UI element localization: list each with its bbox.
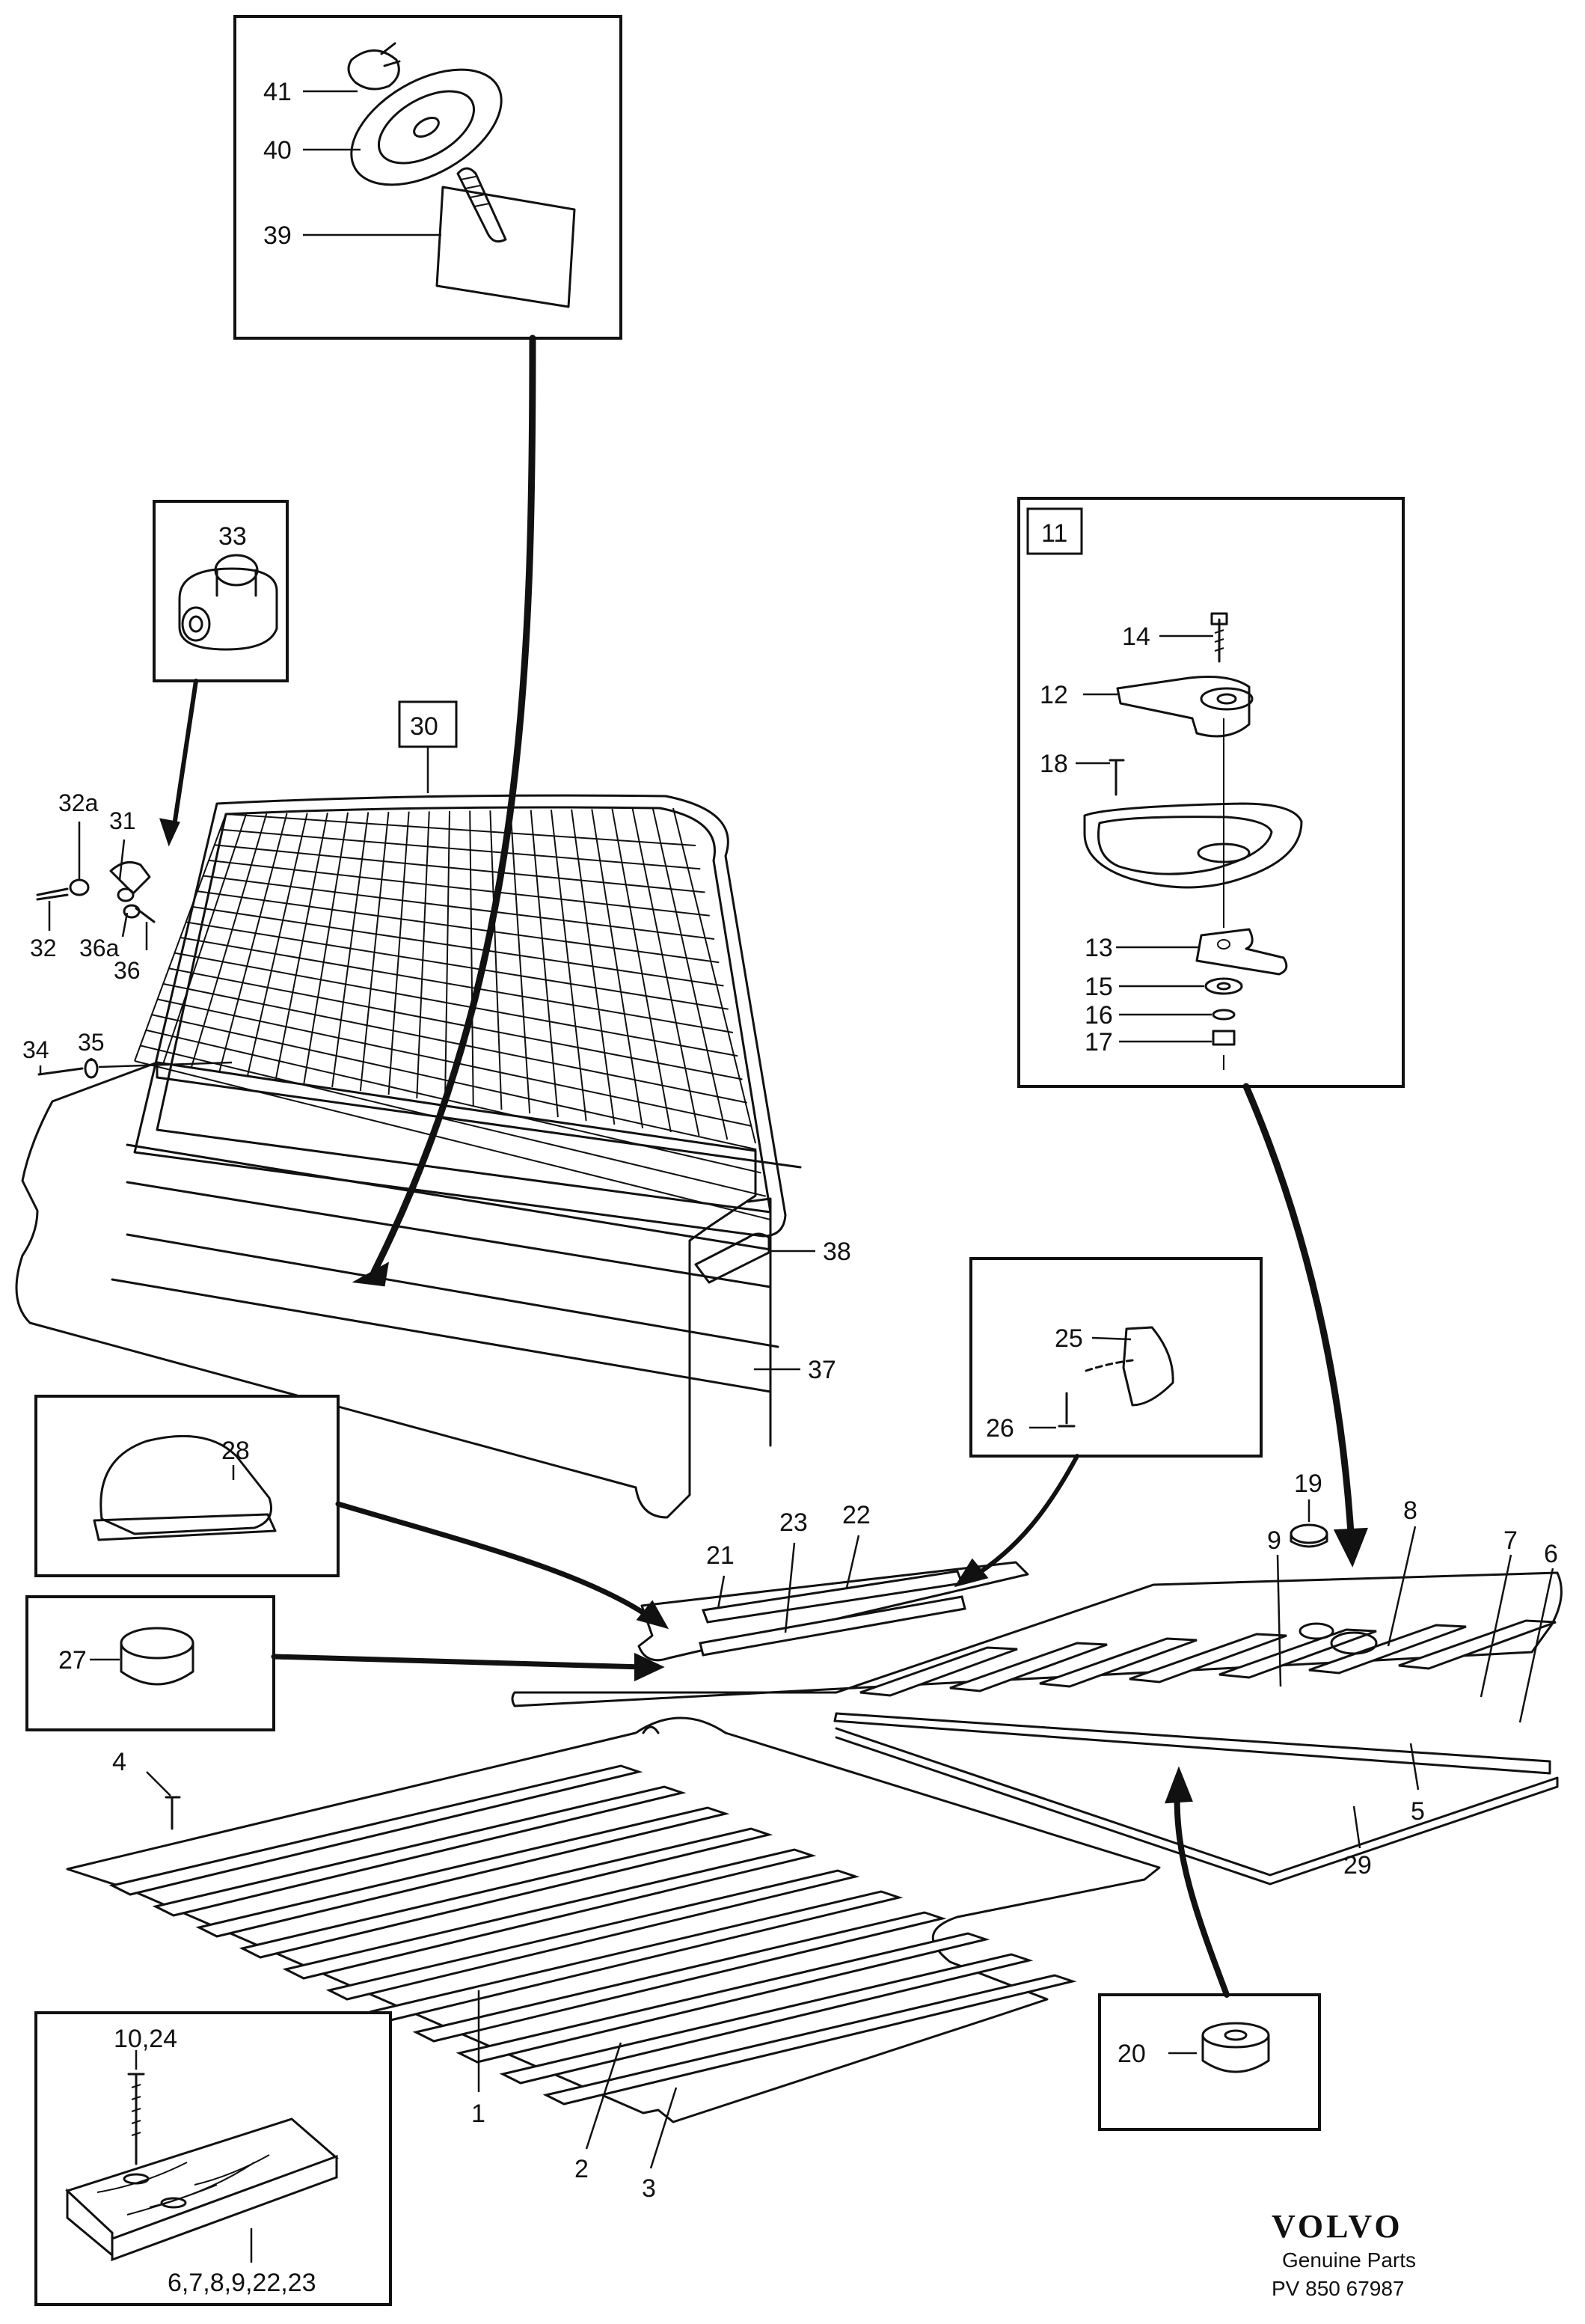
front-floor: 4 1 2 3 — [66, 1716, 1161, 2203]
callout-14: 14 — [1122, 623, 1150, 651]
callout-31: 31 — [109, 807, 136, 834]
callout-4: 4 — [112, 1748, 126, 1776]
callout-18: 18 — [1040, 750, 1068, 778]
callout-33: 33 — [218, 522, 247, 551]
callout-17: 17 — [1085, 1028, 1113, 1056]
callout-34: 34 — [22, 1036, 49, 1063]
callout-12: 12 — [1040, 681, 1068, 709]
pointer-arrow-33 — [171, 679, 198, 833]
callout-40: 40 — [263, 136, 292, 165]
volvo-logo: VOLVO — [1272, 2208, 1403, 2245]
inset-box-wood-slat: 10,24 6,7,8,9,22,23 — [34, 2011, 392, 2306]
callout-38: 38 — [823, 1238, 851, 1266]
callout-3: 3 — [642, 2174, 656, 2203]
callout-13: 13 — [1085, 934, 1113, 962]
inset-box-27: 27 — [25, 1595, 275, 1731]
cargo-net: 30 32a 31 32 36a 36 34 35 — [22, 700, 787, 1238]
pointer-arrow-tiedown — [370, 334, 536, 1276]
part-number: PV 850 67987 — [1272, 2277, 1405, 2300]
callout-36a: 36a — [79, 935, 120, 961]
callout-20: 20 — [1118, 2040, 1146, 2068]
callout-5: 5 — [1411, 1797, 1425, 1826]
callout-9: 9 — [1267, 1526, 1281, 1555]
callout-27: 27 — [58, 1646, 87, 1675]
pointer-arrow-latch — [1242, 1083, 1355, 1538]
floor-strip: 21 23 22 — [637, 1501, 1029, 1662]
inset-box-latch: 11 14 12 18 13 15 — [1017, 497, 1405, 1088]
callout-7: 7 — [1503, 1526, 1518, 1555]
callout-28: 28 — [221, 1437, 250, 1465]
callout-41: 41 — [263, 78, 292, 106]
callout-32a: 32a — [58, 789, 99, 816]
callout-29: 29 — [1343, 1851, 1372, 1880]
callout-36: 36 — [114, 957, 141, 984]
callout-1: 1 — [471, 2100, 485, 2128]
callout-wood-list: 6,7,8,9,22,23 — [168, 2269, 316, 2297]
callout-16: 16 — [1085, 1001, 1113, 1030]
brand-block: VOLVO Genuine Parts PV 850 67987 — [1272, 2208, 1416, 2300]
inset-box-tiedown: 41 40 39 — [233, 15, 622, 340]
pointer-arrow-27 — [271, 1654, 646, 1670]
rear-floor: 19 8 9 7 6 5 29 — [511, 1470, 1563, 1886]
callout-22: 22 — [842, 1501, 871, 1529]
pointer-arrow-28 — [335, 1501, 654, 1621]
callout-30: 30 — [410, 712, 438, 741]
side-panel: 38 37 — [15, 1061, 851, 1519]
callout-19: 19 — [1294, 1470, 1322, 1498]
callout-21: 21 — [706, 1541, 735, 1570]
callout-6: 6 — [1544, 1540, 1558, 1568]
callout-39: 39 — [263, 221, 292, 250]
inset-box-20: 20 — [1098, 1993, 1321, 2131]
callout-10-24: 10,24 — [114, 2025, 177, 2053]
callout-15: 15 — [1085, 973, 1113, 1001]
brand-subtitle: Genuine Parts — [1282, 2248, 1416, 2272]
callout-26: 26 — [986, 1414, 1014, 1443]
inset-box-33: 33 — [153, 500, 289, 682]
inset-box-25-26: 25 26 — [969, 1257, 1263, 1458]
callout-37: 37 — [808, 1356, 836, 1384]
callout-35: 35 — [78, 1029, 105, 1056]
callout-8: 8 — [1403, 1496, 1417, 1525]
callout-11: 11 — [1041, 519, 1067, 548]
pointer-arrow-20 — [1174, 1785, 1230, 1998]
pointer-arrow-25 — [970, 1454, 1079, 1580]
callout-25: 25 — [1055, 1324, 1083, 1353]
callout-32: 32 — [30, 935, 57, 961]
callout-2: 2 — [574, 2155, 589, 2183]
inset-box-28: 28 — [34, 1395, 340, 1577]
callout-23: 23 — [779, 1508, 808, 1537]
